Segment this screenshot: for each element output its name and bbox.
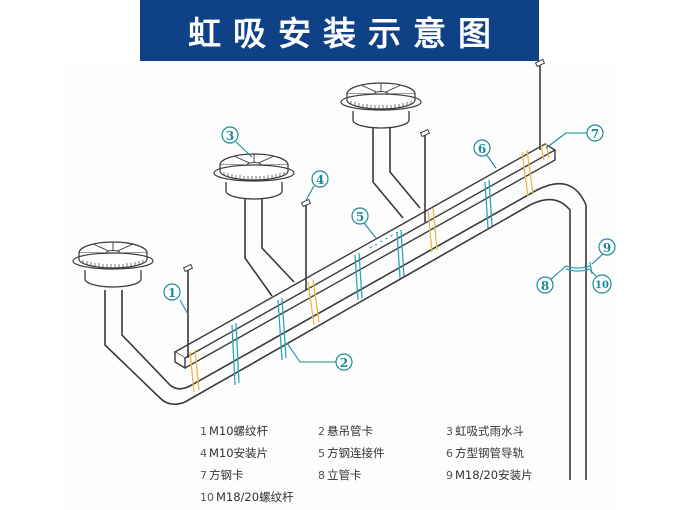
svg-text:4: 4 xyxy=(316,173,324,187)
pipe-network xyxy=(104,120,587,480)
svg-text:6: 6 xyxy=(478,142,486,156)
callout-5: 5 xyxy=(351,207,377,239)
pipe-clamps-orange xyxy=(189,142,550,393)
callout-6: 6 xyxy=(473,139,497,169)
svg-text:8: 8 xyxy=(541,279,549,293)
diagram-background xyxy=(62,61,616,510)
callout-2: 2 xyxy=(286,342,353,371)
square-steel-rail xyxy=(173,143,557,370)
svg-text:1: 1 xyxy=(168,286,176,300)
callout-3: 3 xyxy=(221,126,253,158)
svg-text:7: 7 xyxy=(591,127,599,141)
svg-text:9: 9 xyxy=(603,241,611,255)
callout-8: 8 xyxy=(536,265,567,294)
callout-9: 9 xyxy=(591,238,616,265)
callout-4: 4 xyxy=(305,170,329,201)
pipe-clamps-blue xyxy=(231,179,493,386)
page-title: 虹吸安装示意图 xyxy=(188,13,503,53)
title-banner: 虹吸安装示意图 xyxy=(140,0,539,61)
threaded-rods xyxy=(182,58,546,358)
svg-text:5: 5 xyxy=(356,210,364,224)
svg-text:3: 3 xyxy=(226,129,234,143)
siphon-drain-right xyxy=(340,82,422,129)
callout-10: 10 xyxy=(589,269,612,294)
callout-1: 1 xyxy=(163,283,189,315)
siphon-drain-left xyxy=(72,241,154,288)
callout-7: 7 xyxy=(545,124,604,149)
siphon-drain-middle xyxy=(213,153,295,200)
svg-text:10: 10 xyxy=(595,280,609,291)
svg-text:2: 2 xyxy=(340,356,348,370)
